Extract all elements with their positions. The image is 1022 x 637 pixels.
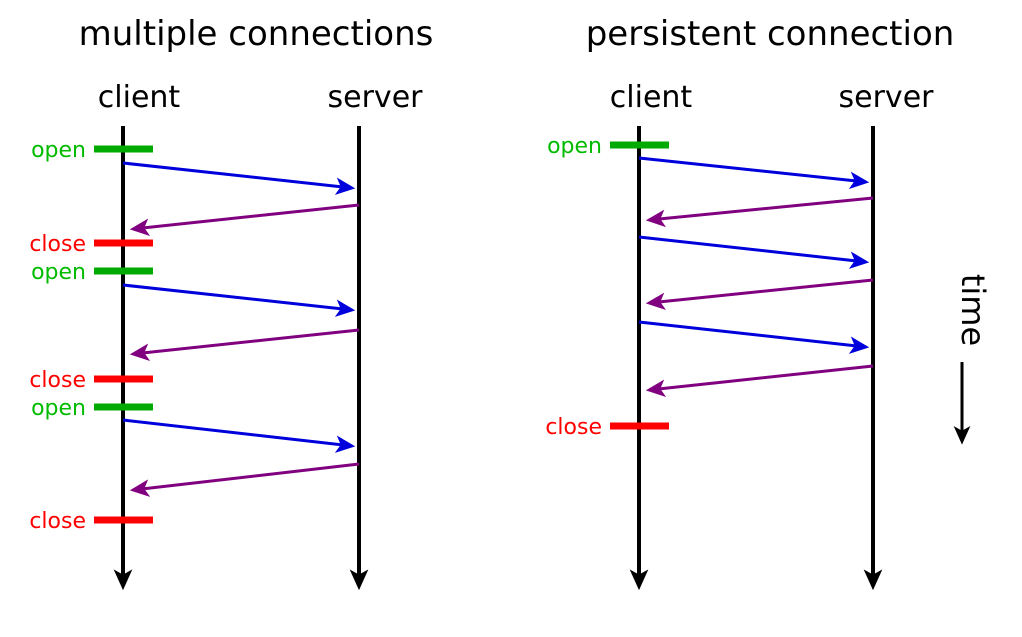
lane-label-client-left: client: [98, 80, 181, 115]
open-marker-label: open: [31, 396, 86, 421]
message-request-arrow: [638, 235, 870, 269]
event-close-1-left: close: [29, 232, 153, 257]
close-marker-label: close: [29, 232, 86, 257]
event-close-3-left: close: [29, 509, 153, 534]
open-marker-label: open: [547, 134, 602, 159]
message-response-arrow: [645, 196, 874, 228]
message-response-arrow: [645, 364, 874, 397]
time-axis-label: time: [954, 274, 992, 346]
lane-label-client-right: client: [610, 80, 693, 115]
event-close-1-right: close: [545, 415, 669, 440]
message-request-arrow: [638, 156, 870, 190]
message-response-arrow: [129, 203, 360, 237]
message-request-arrow: [122, 418, 356, 453]
time-axis-group: time: [953, 274, 992, 445]
lane-label-server-left: server: [328, 80, 424, 115]
panel-multiple-connections: multiple connections client server open …: [29, 14, 434, 591]
message-request-arrow: [122, 161, 356, 195]
event-close-2-left: close: [29, 368, 153, 393]
panel-title-persistent-connection: persistent connection: [586, 14, 955, 54]
close-marker-label: close: [545, 415, 602, 440]
event-open-1-right: open: [547, 134, 669, 159]
panel-persistent-connection: persistent connection client server open…: [545, 14, 955, 591]
message-response-arrow: [129, 328, 360, 362]
message-response-arrow: [129, 462, 360, 497]
message-response-arrow: [645, 278, 874, 311]
message-request-arrow: [638, 320, 870, 354]
message-request-arrow: [122, 283, 356, 317]
event-open-1-left: open: [31, 138, 153, 163]
lane-label-server-right: server: [839, 80, 935, 115]
open-marker-label: open: [31, 260, 86, 285]
close-marker-label: close: [29, 368, 86, 393]
event-open-2-left: open: [31, 260, 153, 285]
event-open-3-left: open: [31, 396, 153, 421]
panel-title-multiple-connections: multiple connections: [79, 14, 434, 54]
open-marker-label: open: [31, 138, 86, 163]
close-marker-label: close: [29, 509, 86, 534]
